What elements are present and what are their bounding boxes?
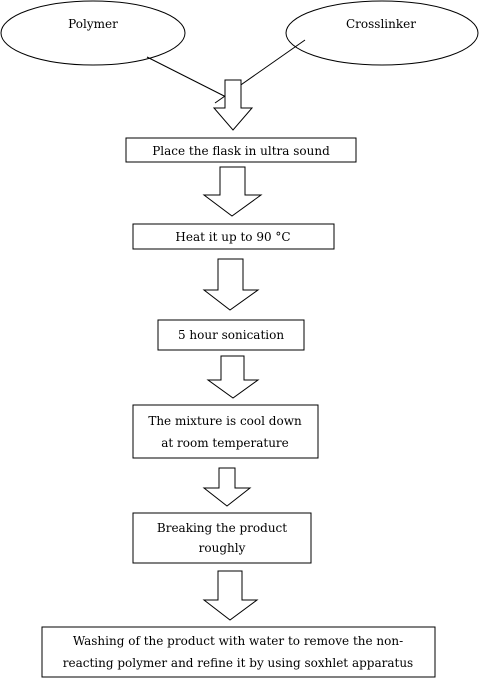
step-1-text: Place the flask in ultra sound [152, 144, 330, 158]
step-6-text-line-1: Washing of the product with water to rem… [73, 634, 403, 648]
step-4-box [132, 404, 319, 459]
polymer-connector-line [146, 56, 239, 104]
step-5-text-line-2: roughly [199, 541, 246, 555]
step-2-box [132, 223, 335, 250]
step-6-text-line-2: reacting polymer and refine it by using … [63, 656, 413, 670]
step-5-text-line-1: Breaking the product [157, 521, 287, 535]
step-3-text: 5 hour sonication [178, 328, 284, 342]
step-1-box [125, 137, 357, 163]
step-2-text: Heat it up to 90 °C [175, 230, 290, 244]
polymer-label: Polymer [68, 17, 118, 31]
step-3-box [157, 319, 305, 351]
down-arrow-2 [202, 166, 263, 217]
down-arrow-4 [206, 355, 260, 399]
crosslinker-label: Crosslinker [346, 17, 416, 31]
crosslinker-ellipse [285, 0, 479, 66]
step-5-box [132, 512, 312, 564]
down-arrow-3 [202, 258, 260, 311]
down-arrow-6 [202, 570, 259, 621]
step-4-text-line-1: The mixture is cool down [148, 414, 302, 428]
polymer-ellipse [0, 0, 186, 66]
step-6-box [41, 626, 436, 678]
down-arrow-5 [202, 467, 252, 507]
step-4-text-line-2: at room temperature [161, 436, 289, 450]
down-arrow-1 [212, 79, 254, 131]
